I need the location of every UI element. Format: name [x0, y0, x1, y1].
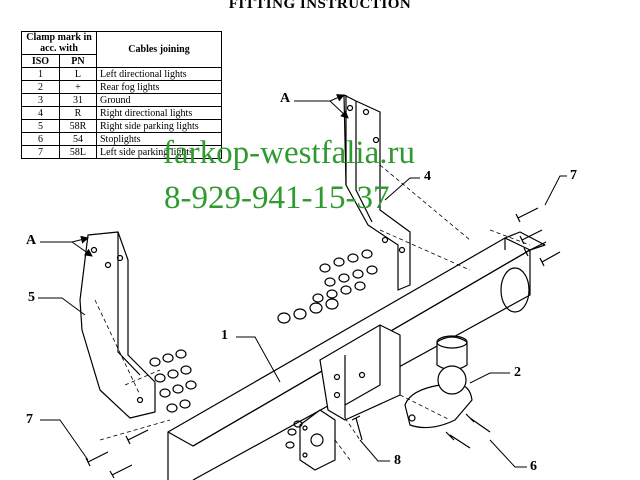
header-cables-joining: Cables joining: [96, 31, 222, 68]
label-part-8: 8: [394, 453, 401, 468]
bolts-right: [515, 207, 561, 267]
table-row: 4 R Right directional lights: [21, 106, 222, 120]
nuts-washers-left: [149, 349, 197, 413]
socket-plate: [299, 409, 336, 471]
cell-desc: Left side parking lights: [96, 145, 222, 159]
cell-iso: 7: [21, 145, 60, 159]
label-part-1: 1: [221, 328, 228, 343]
right-side-bracket: [343, 94, 411, 291]
header-pn: PN: [58, 54, 98, 68]
cell-pn: R: [58, 106, 98, 120]
label-part-4: 4: [424, 169, 431, 184]
table-row: 2 + Rear fog lights: [21, 80, 222, 94]
watermark-site: farkop-westfalia.ru: [163, 135, 415, 171]
page-title: FITTING INSTRUCTION: [228, 0, 412, 12]
label-part-7-right: 7: [570, 168, 577, 183]
left-side-bracket: [79, 231, 156, 419]
table-subheader-row: ISO PN: [21, 54, 222, 68]
table-row: 3 31 Ground: [21, 93, 222, 107]
table-row: 6 54 Stoplights: [21, 132, 222, 146]
table-header-row: Clamp mark in acc. with Cables joining: [21, 31, 222, 68]
bolt-part-6: [445, 413, 491, 449]
watermark-phone: 8-929-941-15-37: [164, 180, 390, 216]
bolt-part-8: [351, 415, 363, 441]
label-a-left: A: [26, 233, 37, 248]
nuts-washers-socket: [285, 420, 303, 449]
table-row: 7 58L Left side parking lights: [21, 145, 222, 159]
cell-pn: 58L: [58, 145, 98, 159]
ball-mount-plate: [319, 324, 401, 421]
label-part-7-left: 7: [26, 412, 33, 427]
label-part-2: 2: [514, 365, 521, 380]
cables-joining-table: Clamp mark in acc. with Cables joining I…: [21, 31, 222, 159]
label-part-5: 5: [28, 290, 35, 305]
table-row: 5 58R Right side parking lights: [21, 119, 222, 133]
nuts-washers-top: [277, 249, 378, 324]
label-part-6: 6: [530, 459, 537, 474]
label-a-top: A: [280, 91, 291, 106]
tow-ball: [404, 335, 473, 429]
bolts-left: [85, 429, 149, 479]
